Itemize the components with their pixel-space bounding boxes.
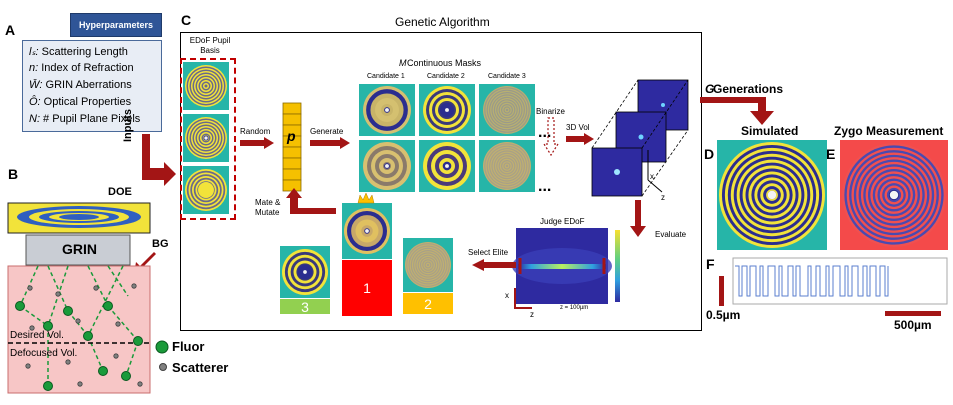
panel-label-d: D [704, 146, 715, 162]
evaluate-label: Evaluate [655, 230, 687, 239]
grin-label: GRIN [62, 241, 97, 257]
panel-label-f: F [706, 256, 715, 272]
bg-label: BG [152, 238, 169, 250]
candidate-2-label: Candidate 2 [427, 73, 465, 80]
vol3d-arrow [566, 133, 594, 145]
select-elite-arrow [472, 259, 516, 271]
rank-1-box: 1 [342, 260, 392, 316]
ellipsis-2: ... [538, 178, 552, 195]
simulated-title: Simulated [741, 124, 799, 138]
generations-g: G [705, 82, 715, 96]
hp-item-1: lₛ: Scattering Length [29, 46, 128, 58]
zygo-measurement [840, 140, 948, 250]
edof-axis-arrows [514, 288, 532, 309]
elite-3-mask [280, 246, 330, 298]
basis-pupil-3 [183, 166, 229, 214]
pupil-basis-box [180, 58, 236, 220]
fluor-legend-label: Fluor [172, 339, 205, 354]
elite-2-mask [403, 238, 453, 292]
generations-arrow [700, 97, 774, 125]
horizontal-scale-bar [885, 311, 941, 316]
axis-z-3d: z [661, 193, 665, 202]
z-scale-label: z = 100µm [560, 305, 589, 311]
basis-pupil-1 [183, 62, 229, 110]
axis-x-3d: x [650, 172, 654, 181]
candidate-2-mask-a [419, 84, 475, 136]
binarize-label: Binarize [536, 107, 565, 116]
random-label: Random [240, 127, 271, 136]
defocused-vol-label: Defocused Vol. [10, 348, 78, 359]
mate-mutate-arrow [286, 188, 336, 214]
crown-icon [357, 192, 375, 204]
candidate-1-mask-b [359, 140, 415, 192]
grin-lens [25, 234, 131, 266]
p-vector [282, 102, 302, 192]
masks-title-m: M [399, 58, 407, 68]
p-symbol: p [287, 128, 296, 144]
candidate-1-label: Candidate 1 [367, 73, 405, 80]
generate-arrow [310, 137, 350, 149]
doe-element [7, 202, 151, 234]
scatterer-legend-icon [159, 363, 167, 371]
elite-1-mask [342, 203, 392, 259]
judge-edof-label: Judge EDoF [540, 217, 585, 226]
basis-title: EDoF Pupil Basis [189, 36, 231, 55]
basis-pupil-2 [183, 114, 229, 162]
hp-item-2: n: Index of Refraction [29, 62, 134, 74]
rank-2-box: 2 [403, 293, 453, 314]
panel-label-e: E [826, 146, 836, 162]
binarize-arrow [542, 117, 560, 157]
evaluate-arrow [630, 200, 646, 237]
hyperparameters-title: Hyperparameters [70, 13, 162, 37]
vol3d-label: 3D Vol [566, 123, 590, 132]
panel-label-b: B [8, 166, 19, 182]
simulated-mask [717, 140, 827, 250]
axis-z-edof: z [530, 310, 534, 319]
generations-label: Generations [713, 82, 784, 96]
hp-item-3: W̄: GRIN Aberrations [29, 79, 132, 91]
profile-plot [732, 257, 948, 305]
masks-title: Continuous Masks [407, 58, 482, 68]
tissue-region [7, 265, 151, 394]
edof-image [512, 228, 620, 304]
hp-item-4: Ô: Optical Properties [29, 96, 132, 108]
candidate-3-mask-a [479, 84, 535, 136]
candidate-2-mask-b [419, 140, 475, 192]
candidate-3-label: Candidate 3 [488, 73, 526, 80]
panel-label-a: A [5, 22, 16, 38]
candidate-3-mask-b [479, 140, 535, 192]
horizontal-scale-label: 500µm [894, 318, 932, 332]
scatterer-legend-label: Scatterer [172, 360, 229, 375]
generate-label: Generate [310, 127, 344, 136]
hyperparameters-box: lₛ: Scattering Length n: Index of Refrac… [22, 40, 162, 132]
desired-vol-label: Desired Vol. [10, 330, 64, 341]
vertical-scale-bar [719, 276, 724, 306]
candidate-1-mask-a [359, 84, 415, 136]
fluor-legend-icon [155, 340, 169, 354]
axis-x-edof: x [505, 291, 509, 300]
rank-3-box: 3 [280, 299, 330, 315]
panel-label-c: C [181, 12, 192, 28]
ga-title: Genetic Algorithm [395, 15, 490, 29]
random-arrow [240, 137, 274, 149]
vertical-scale-label: 0.5µm [706, 308, 741, 322]
zygo-title: Zygo Measurement [834, 124, 944, 138]
doe-label: DOE [108, 186, 132, 198]
3d-volume [591, 79, 689, 197]
select-elite-label: Select Elite [468, 248, 509, 257]
inputs-label: Inputs [122, 109, 134, 142]
mate-mutate-label: Mate & Mutate [255, 198, 281, 217]
hp-item-5: N: # Pupil Plane Pixels [29, 113, 141, 125]
inputs-arrow [142, 134, 176, 186]
